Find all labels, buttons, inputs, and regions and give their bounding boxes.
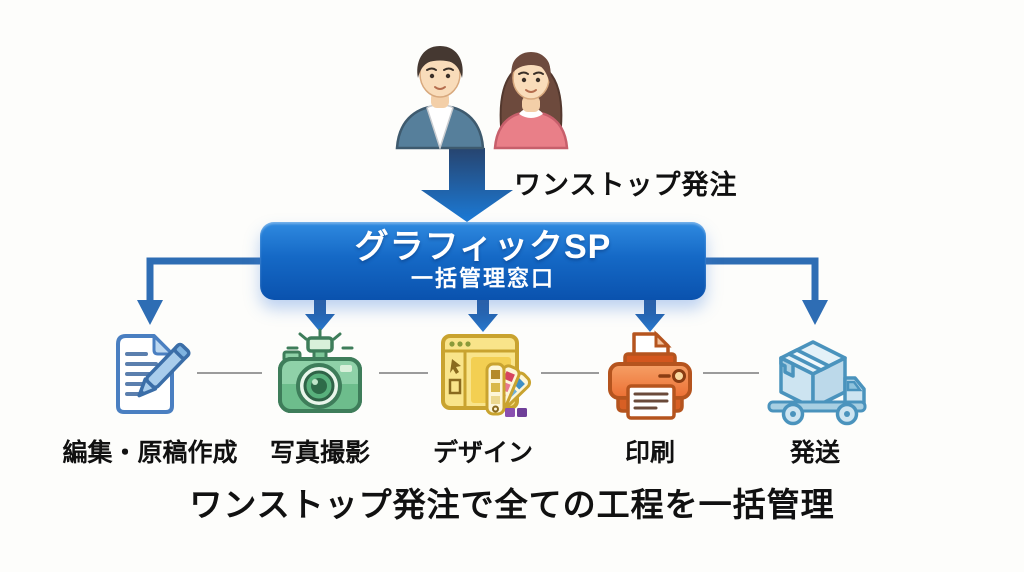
- step-editing-label: 編集・原稿作成: [62, 439, 238, 467]
- step-design-label: デザイン: [432, 439, 533, 467]
- step-editing: 編集・原稿作成: [55, 326, 245, 469]
- order-arrow-icon: [421, 148, 513, 222]
- step-design: デザイン: [388, 326, 578, 469]
- document-pen-icon: [116, 334, 191, 414]
- hub-title: グラフィックSP: [354, 227, 612, 266]
- camera-icon: [278, 328, 362, 413]
- step-photography-label: 写真撮影: [269, 439, 370, 467]
- elbow-left-arrowhead-icon: [137, 300, 163, 325]
- elbow-right-arrowhead-icon: [802, 300, 828, 325]
- design-window-icon: [441, 334, 532, 417]
- man-figure: [395, 46, 485, 150]
- elbow-left-line: [146, 257, 262, 301]
- step-printing-label: 印刷: [624, 439, 675, 467]
- elbow-right-line: [704, 257, 819, 301]
- step-photography: 写真撮影: [225, 326, 415, 469]
- hub-subtitle: 一括管理窓口: [410, 265, 555, 291]
- printer-icon: [608, 330, 692, 420]
- delivery-truck-icon: [767, 340, 867, 426]
- hub-down-arrows: [305, 300, 665, 332]
- step-shipping-label: 発送: [789, 439, 840, 467]
- customers-couple-icon: [395, 46, 569, 150]
- step-shipping: 発送: [720, 326, 910, 469]
- woman-figure: [493, 52, 569, 150]
- step-printing: 印刷: [555, 326, 745, 469]
- hub-box: グラフィックSP 一括管理窓口: [260, 222, 706, 300]
- order-arrow-label: ワンストップ発注: [514, 170, 738, 200]
- bottom-caption: ワンストップ発注で全ての工程を一括管理: [189, 486, 835, 523]
